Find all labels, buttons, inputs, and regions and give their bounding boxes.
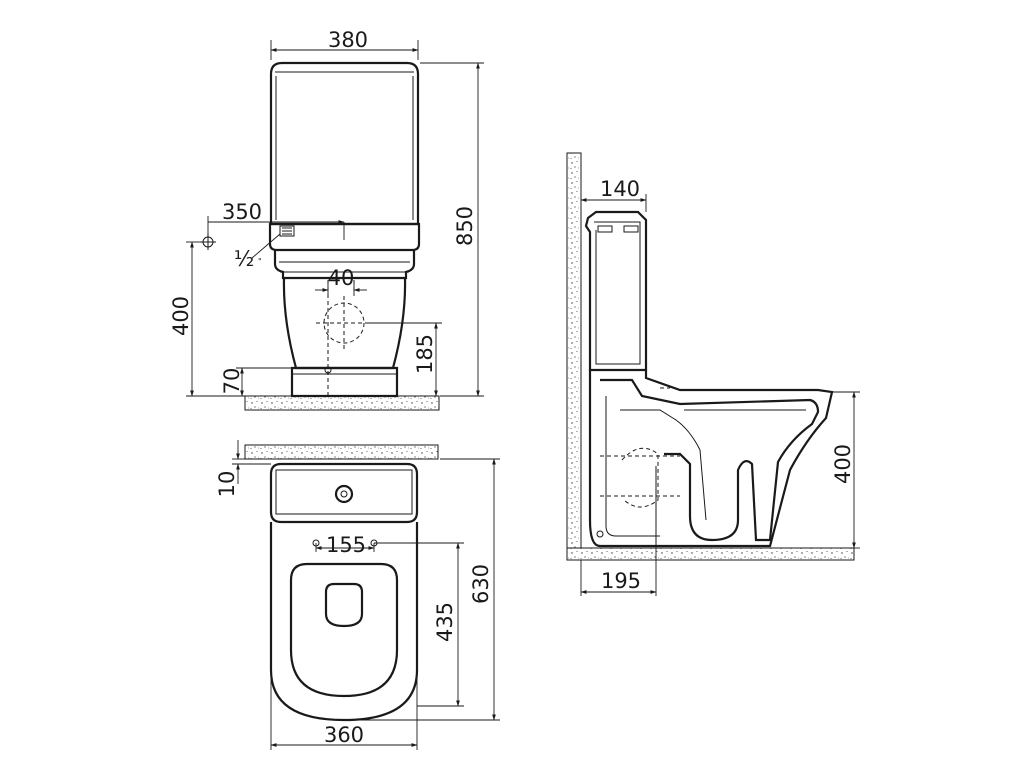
dim-wall-gap: 10: [215, 471, 239, 498]
front-view: 380 850 350 ½ " 400 40 185 70: [169, 28, 484, 411]
top-view: 10 155 435 630 360: [215, 440, 500, 750]
side-view: 140 400 195: [566, 152, 860, 596]
dim-inlet-height: 400: [169, 296, 193, 336]
inlet-size: ½: [234, 247, 254, 271]
side-wall: [566, 152, 582, 549]
side-cistern: [584, 210, 648, 372]
dim-seat-length: 435: [433, 602, 457, 642]
dim-fixing-spacing: 155: [326, 533, 366, 557]
front-floor: [244, 395, 440, 411]
front-cistern: [268, 61, 421, 252]
top-cistern: [269, 462, 419, 524]
dim-bolt-spacing: 40: [328, 266, 355, 290]
dim-top-depth: 630: [469, 564, 493, 604]
top-wall: [244, 444, 439, 460]
dim-rim-height: 400: [831, 444, 855, 484]
dim-base-height: 70: [220, 368, 244, 395]
dim-front-height: 850: [453, 206, 477, 246]
dim-outlet-distance: 195: [601, 569, 641, 593]
side-bowl: [588, 370, 834, 548]
front-bowl: [273, 250, 416, 398]
dim-cistern-depth: 140: [600, 177, 640, 201]
dim-outlet-height: 185: [413, 334, 437, 374]
side-floor: [566, 547, 855, 561]
dim-inlet-offset: 350: [222, 200, 262, 224]
inlet-unit: ": [258, 257, 262, 266]
dim-top-width: 360: [324, 723, 364, 747]
dim-front-width: 380: [328, 28, 368, 52]
